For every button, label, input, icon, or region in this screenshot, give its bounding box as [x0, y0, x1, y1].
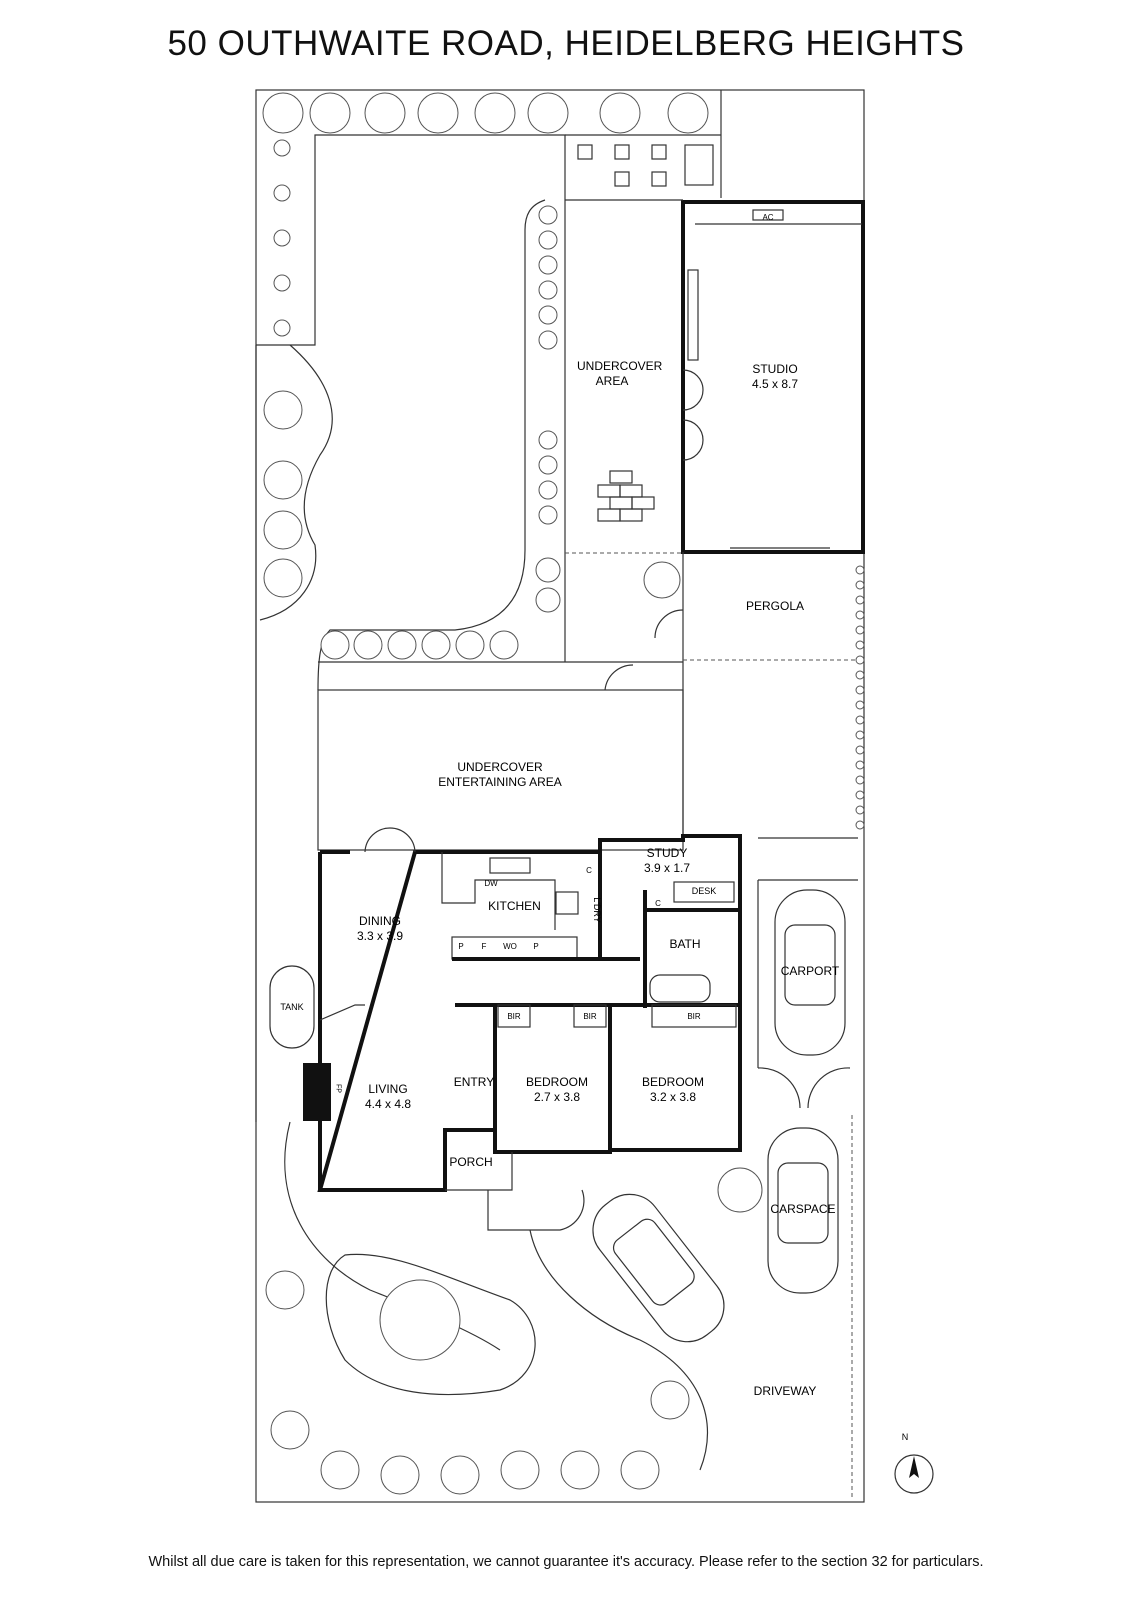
label-line: 3.9 x 1.7: [643, 861, 691, 875]
bir-label-3: BIR: [687, 1012, 701, 1021]
north-label: N: [901, 1432, 909, 1442]
plan-title: 50 OUTHWAITE ROAD, HEIDELBERG HEIGHTS: [167, 24, 965, 63]
bedroom2-label: BEDROOM 3.2 x 3.8: [628, 1075, 718, 1105]
porch-step: [487, 1189, 585, 1231]
car-carspace: [767, 1127, 839, 1294]
hedge-left: [320, 205, 681, 660]
entertaining-label: UNDERCOVER ENTERTAINING AREA: [420, 760, 580, 790]
bir-2: [573, 1004, 607, 1028]
wo-label: WO: [503, 942, 517, 951]
label-line: AREA: [595, 374, 629, 388]
cupboard-label: C: [586, 866, 592, 875]
hedge-right: [855, 565, 865, 830]
garden-bed-top: [256, 134, 566, 346]
bath-label: BATH: [669, 937, 701, 951]
label-line: DINING: [359, 914, 401, 928]
feature-tree: [379, 1279, 461, 1361]
label-line: 3.2 x 3.8: [649, 1090, 697, 1104]
fp-label: FP: [334, 1084, 342, 1093]
north-compass: [894, 1454, 934, 1494]
planter-boxes: [577, 144, 714, 187]
studio-walls: [681, 200, 865, 554]
driveway-label: DRIVEWAY: [753, 1384, 817, 1398]
bedroom1-label: BEDROOM 2.7 x 3.8: [512, 1075, 602, 1105]
studio-door: [682, 369, 704, 461]
carspace-label: CARSPACE: [770, 1202, 836, 1216]
kitchen-label: KITCHEN: [488, 899, 541, 913]
bir-3: [651, 1004, 737, 1028]
dw-label: DW: [484, 879, 498, 888]
front-garden-path: [284, 1121, 501, 1351]
pantry-label-2: P: [533, 942, 539, 951]
living-angle: [319, 1004, 365, 1021]
label-line: UNDERCOVER: [577, 359, 663, 373]
carport-gates: [757, 1067, 851, 1109]
front-trees: [265, 1167, 763, 1495]
pantry-label: P: [458, 942, 464, 951]
desk: [673, 881, 735, 903]
ac-label: AC: [762, 213, 774, 222]
studio-label: STUDIO 4.5 x 8.7: [735, 362, 815, 392]
study-label: STUDY 3.9 x 1.7: [632, 846, 702, 876]
dining-french-doors: [364, 827, 416, 853]
garden-curve: [259, 344, 333, 621]
water-tank: [269, 965, 315, 1049]
porch-label: PORCH: [449, 1155, 493, 1169]
shrubs-left: [263, 139, 303, 598]
gate-arc: [604, 664, 634, 691]
cooktop: [555, 891, 579, 915]
driveway-curve: [529, 1229, 708, 1471]
label-line: BEDROOM: [641, 1075, 704, 1089]
fridge-label: F: [481, 942, 487, 951]
pergola-gate: [654, 609, 684, 639]
kitchen-bench: [441, 852, 556, 930]
label-line: BEDROOM: [525, 1075, 588, 1089]
label-line: ENTERTAINING AREA: [438, 775, 562, 789]
bir-1: [497, 1004, 531, 1028]
car-driveway: [592, 1193, 725, 1343]
carport-label: CARPORT: [780, 964, 840, 978]
label-line: UNDERCOVER: [457, 760, 543, 774]
entry-label: ENTRY: [453, 1075, 495, 1089]
tree-row-top: [262, 92, 709, 134]
label-line: 3.3 x 3.9: [356, 929, 404, 943]
fireplace: [303, 1063, 331, 1121]
pergola-label: PERGOLA: [745, 599, 805, 613]
living-label: LIVING 4.4 x 4.8: [348, 1082, 428, 1112]
label-line: 4.5 x 8.7: [751, 377, 799, 391]
bir-label-1: BIR: [507, 1012, 521, 1021]
tank-label: TANK: [280, 1002, 304, 1012]
disclaimer-footer: Whilst all due care is taken for this re…: [148, 1554, 984, 1570]
dining-label: DINING 3.3 x 3.9: [340, 914, 420, 944]
laundry-label: L'DRY: [592, 897, 602, 923]
porch-outline: [445, 1152, 513, 1191]
label-line: 4.4 x 4.8: [364, 1097, 412, 1111]
cupboard-label-2: C: [655, 899, 661, 908]
car-carport: [774, 889, 846, 1056]
label-line: 2.7 x 3.8: [533, 1090, 581, 1104]
studio-window: [687, 269, 699, 361]
ac-unit: [752, 209, 784, 221]
front-garden-bed: [325, 1253, 536, 1396]
bath-tub: [649, 974, 711, 1003]
label-line: LIVING: [368, 1082, 408, 1096]
brick-paving: [597, 470, 655, 522]
label-line: STUDY: [646, 846, 688, 860]
label-line: STUDIO: [752, 362, 798, 376]
kitchen-sink: [489, 857, 531, 874]
bir-label-2: BIR: [583, 1012, 597, 1021]
undercover-area-label: UNDERCOVER AREA: [577, 359, 663, 389]
desk-label: DESK: [691, 886, 717, 896]
